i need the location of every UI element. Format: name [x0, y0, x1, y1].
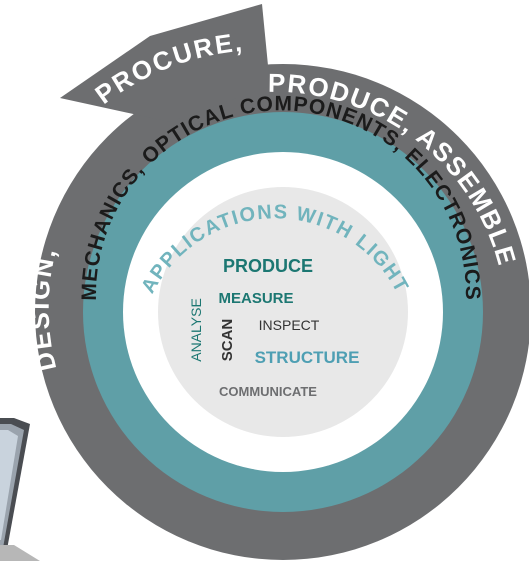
core-word-analyse: ANALYSE — [188, 298, 204, 362]
core-word-produce: PRODUCE — [223, 256, 313, 276]
core-disk — [158, 187, 408, 437]
core-word-communicate: COMMUNICATE — [219, 384, 317, 399]
core-word-measure: MEASURE — [218, 290, 293, 307]
core-word-scan: SCAN — [219, 319, 236, 362]
core-word-structure: STRUCTURE — [255, 348, 360, 367]
core-word-inspect: INSPECT — [259, 317, 320, 333]
laptop-corner-icon — [0, 418, 40, 561]
